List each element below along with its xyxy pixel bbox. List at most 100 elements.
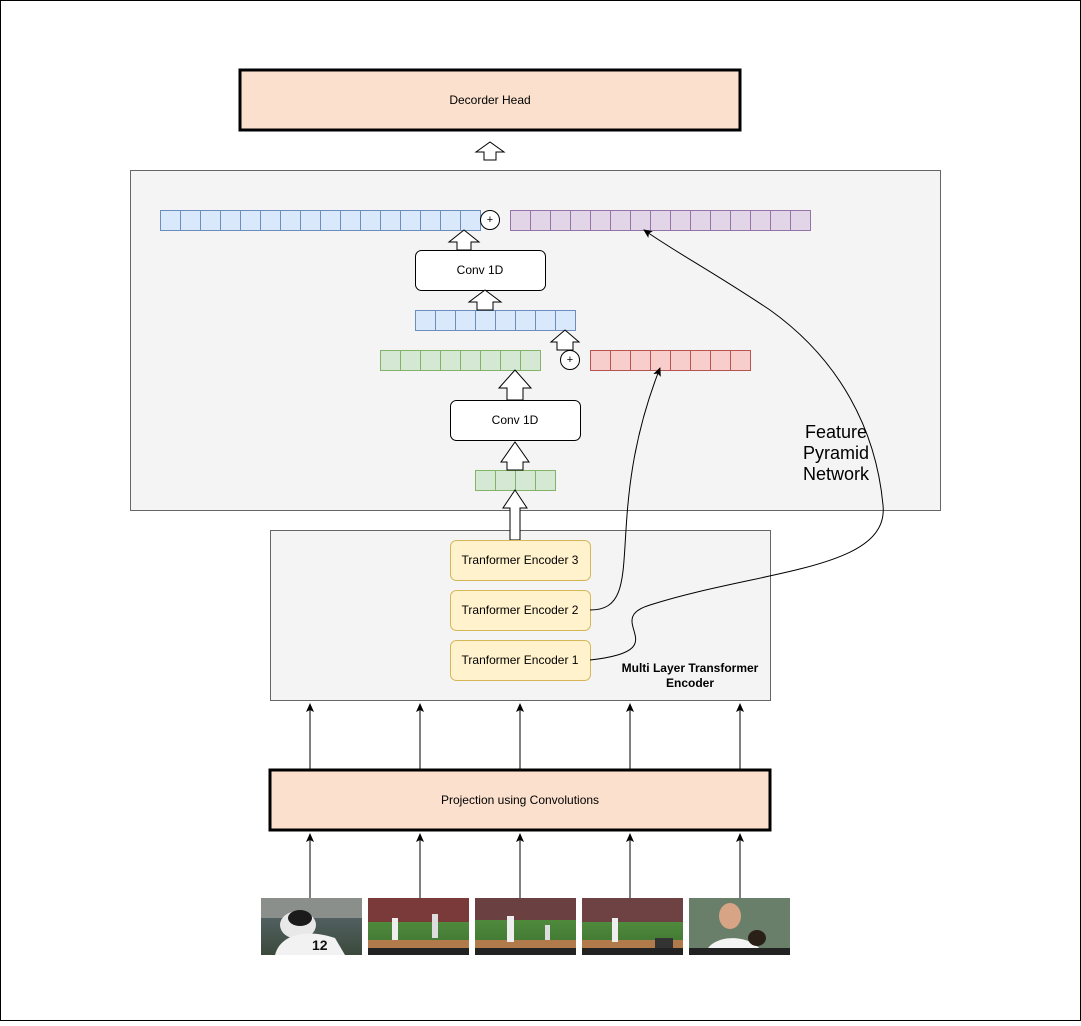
token-cell bbox=[420, 210, 441, 231]
connector-encoder2-to-red bbox=[589, 367, 661, 611]
conv1d-top-label: Conv 1D bbox=[456, 263, 504, 277]
token-cell bbox=[670, 350, 691, 371]
green-token-row-bottom bbox=[475, 470, 556, 491]
token-cell bbox=[415, 310, 436, 331]
token-cell bbox=[590, 350, 611, 371]
token-cell bbox=[710, 350, 731, 371]
token-cell bbox=[610, 350, 631, 371]
token-cell bbox=[475, 310, 496, 331]
token-cell bbox=[180, 210, 201, 231]
video-frame-3 bbox=[475, 898, 576, 955]
encoder-2-box bbox=[450, 590, 591, 631]
conv1d-bottom-label: Conv 1D bbox=[491, 413, 539, 427]
encoder-1-label: Tranformer Encoder 1 bbox=[461, 653, 579, 667]
token-cell bbox=[590, 210, 611, 231]
token-cell bbox=[535, 470, 556, 491]
green-token-row-mid bbox=[380, 350, 541, 371]
token-cell bbox=[380, 210, 401, 231]
token-cell bbox=[435, 310, 456, 331]
token-cell bbox=[380, 350, 401, 371]
token-cell bbox=[260, 210, 281, 231]
token-cell bbox=[360, 210, 381, 231]
token-cell bbox=[750, 210, 771, 231]
token-cell bbox=[515, 470, 536, 491]
token-cell bbox=[400, 350, 421, 371]
token-cell bbox=[200, 210, 221, 231]
video-frame-2 bbox=[368, 898, 469, 955]
token-cell bbox=[460, 210, 481, 231]
encoder-2-label: Tranformer Encoder 2 bbox=[461, 603, 579, 617]
video-frame-4 bbox=[582, 898, 683, 955]
token-cell bbox=[240, 210, 261, 231]
token-cell bbox=[570, 210, 591, 231]
up-block-arrow-4 bbox=[497, 369, 533, 401]
token-cell bbox=[510, 210, 531, 231]
token-cell bbox=[650, 350, 671, 371]
up-block-arrow-3 bbox=[549, 329, 581, 351]
plus-circle-top bbox=[480, 210, 500, 230]
token-cell bbox=[530, 210, 551, 231]
token-cell bbox=[495, 470, 516, 491]
token-cell bbox=[400, 210, 421, 231]
conv1d-top-box bbox=[415, 250, 546, 291]
frames-to-projection-arrows bbox=[306, 833, 744, 898]
token-cell bbox=[280, 210, 301, 231]
connector-encoder1-to-purple bbox=[589, 229, 884, 661]
projection-label: Projection using Convolutions bbox=[440, 793, 600, 807]
token-cell bbox=[630, 350, 651, 371]
token-cell bbox=[710, 210, 731, 231]
token-cell bbox=[440, 350, 461, 371]
token-cell bbox=[160, 210, 181, 231]
token-cell bbox=[690, 210, 711, 231]
video-frame-5 bbox=[689, 898, 790, 955]
encoder-1-box bbox=[450, 640, 591, 681]
decoder-head-label: Decorder Head bbox=[449, 93, 531, 107]
token-cell bbox=[460, 350, 481, 371]
token-cell bbox=[475, 470, 496, 491]
token-cell bbox=[650, 210, 671, 231]
token-cell bbox=[550, 210, 571, 231]
token-cell bbox=[730, 210, 751, 231]
encoder-3-label: Tranformer Encoder 3 bbox=[461, 553, 579, 567]
red-token-row bbox=[590, 350, 751, 371]
up-block-arrow-2 bbox=[467, 289, 503, 311]
projection-box bbox=[268, 768, 772, 832]
token-cell bbox=[515, 310, 536, 331]
token-cell bbox=[555, 310, 576, 331]
token-cell bbox=[690, 350, 711, 371]
token-cell bbox=[520, 350, 541, 371]
token-cell bbox=[440, 210, 461, 231]
token-cell bbox=[495, 310, 516, 331]
fpn-label: Feature Pyramid Network bbox=[802, 421, 869, 484]
token-rows bbox=[160, 210, 811, 491]
token-cell bbox=[730, 350, 751, 371]
token-cell bbox=[320, 210, 341, 231]
plus-symbol-bottom: + bbox=[566, 354, 574, 366]
up-block-arrow-5 bbox=[500, 441, 530, 471]
up-block-arrow-decoder bbox=[474, 141, 506, 161]
up-block-arrow-6 bbox=[502, 489, 528, 541]
token-cell bbox=[300, 210, 321, 231]
decoder-head-box bbox=[238, 68, 742, 132]
encoder-title: Multi Layer Transformer Encoder bbox=[621, 661, 759, 690]
svg-text:12: 12 bbox=[312, 937, 328, 953]
token-cell bbox=[790, 210, 811, 231]
video-frame-1: 12 bbox=[261, 898, 362, 955]
token-cell bbox=[480, 350, 501, 371]
token-cell bbox=[670, 210, 691, 231]
blue-token-row-mid bbox=[415, 310, 576, 331]
token-cell bbox=[455, 310, 476, 331]
projection-to-encoder-arrows bbox=[306, 703, 744, 770]
plus-circle-bottom bbox=[560, 350, 580, 370]
token-cell bbox=[610, 210, 631, 231]
token-cell bbox=[340, 210, 361, 231]
purple-token-row bbox=[510, 210, 811, 231]
token-cell bbox=[420, 350, 441, 371]
up-block-arrow-1 bbox=[447, 229, 481, 251]
token-cell bbox=[535, 310, 556, 331]
token-cell bbox=[770, 210, 791, 231]
token-cell bbox=[500, 350, 521, 371]
plus-symbol-top: + bbox=[486, 214, 494, 226]
